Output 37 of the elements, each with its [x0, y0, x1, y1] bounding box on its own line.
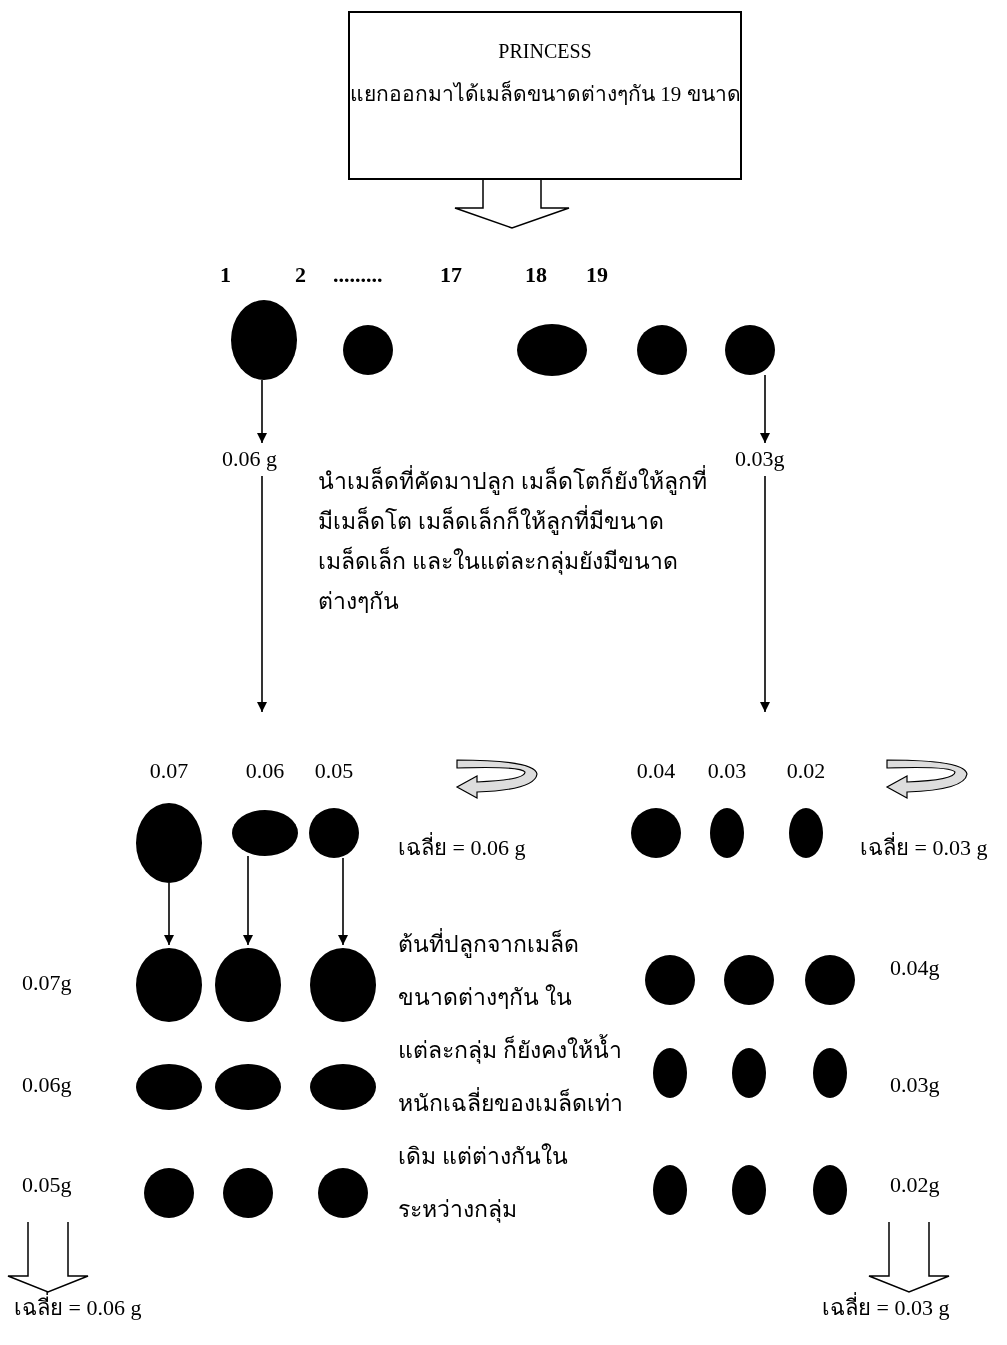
description-paragraph: ต้นที่ปลูกจากเมล็ดขนาดต่างๆกัน ในแต่ละกลุ่ม ก็ยังคงให้น้ำหนักเฉลี่ยของเมล็ดเท่าเดิม แต่ต่างกันในระหว่างกลุ่ม: [398, 918, 623, 1236]
weight-label: 0.05: [313, 758, 355, 784]
seed-number: 18: [525, 262, 547, 288]
seed-number: 1: [220, 262, 231, 288]
description-paragraph: นำเมล็ดที่คัดมาปลูก เมล็ดโตก็ยังให้ลูกที่มีเมล็ดโต เมล็ดเล็กก็ให้ลูกที่มีขนาดเมล็ดเล็ก และในแต่ละกลุ่มยังมีขนาดต่างๆกัน: [318, 462, 708, 622]
weight-label: 0.04: [635, 758, 677, 784]
process-box: [348, 11, 742, 180]
seed-number: 2: [295, 262, 306, 288]
arrow: [760, 475, 770, 713]
arrow: [243, 855, 253, 946]
seed-number: 19: [586, 262, 608, 288]
arrow: [760, 374, 770, 444]
weight-text: 0.04g: [890, 955, 940, 981]
block-arrow: [7, 1221, 89, 1293]
weight-text: 0.03g: [735, 446, 785, 472]
arrow: [338, 857, 348, 946]
box-heading: PRINCESS: [497, 39, 593, 64]
arrow: [257, 475, 267, 713]
weight-text: 0.03g: [890, 1072, 940, 1098]
arrow: [164, 882, 174, 946]
weight-label: 0.06: [244, 758, 286, 784]
weight-label: 0.03: [706, 758, 748, 784]
box-text: แยกออกมาได้เมล็ดขนาดต่างๆกัน 19 ขนาด: [350, 81, 740, 107]
weight-text: 0.02g: [890, 1172, 940, 1198]
weight-text: เฉลี่ย = 0.06 g: [398, 830, 526, 865]
arrow: [257, 379, 267, 444]
seed-number: .........: [333, 262, 383, 288]
weight-text: 0.06g: [22, 1072, 72, 1098]
weight-text: 0.05g: [22, 1172, 72, 1198]
weight-text: เฉลี่ย = 0.03 g: [860, 830, 988, 865]
weight-label: 0.02: [785, 758, 827, 784]
seed-number: 17: [440, 262, 462, 288]
weight-text: 0.07g: [22, 970, 72, 996]
block-arrow: [868, 1221, 950, 1293]
weight-label: 0.07: [148, 758, 190, 784]
block-arrow: [454, 179, 570, 229]
weight-text: 0.06 g: [222, 446, 277, 472]
